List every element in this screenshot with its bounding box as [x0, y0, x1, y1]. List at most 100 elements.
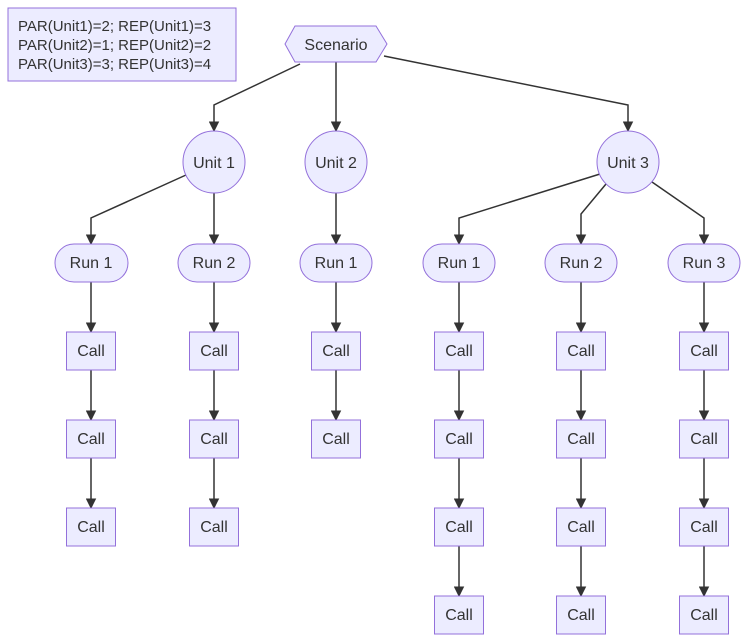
- call-shape: [311, 419, 361, 459]
- run-shape: [544, 243, 618, 283]
- parameters-note: PAR(Unit1)=2; REP(Unit1)=3 PAR(Unit2)=1;…: [7, 7, 237, 82]
- call-node[interactable]: Call: [679, 595, 729, 635]
- call-label: Call: [690, 519, 718, 536]
- call-shape: [679, 419, 729, 459]
- call-label: Call: [445, 519, 473, 536]
- call-node[interactable]: Call: [311, 419, 361, 459]
- call-node[interactable]: Call: [66, 507, 116, 547]
- call-node[interactable]: Call: [66, 419, 116, 459]
- unit-2-shape: [304, 130, 368, 194]
- call-label: Call: [200, 431, 228, 448]
- run-label: Run 2: [193, 255, 236, 272]
- run-node-unit3-run3[interactable]: Run 3: [667, 243, 741, 283]
- call-shape: [556, 331, 606, 371]
- run-node-unit1-run1[interactable]: Run 1: [54, 243, 129, 283]
- call-label: Call: [690, 343, 718, 360]
- unit-node-3[interactable]: Unit 3: [596, 130, 660, 194]
- call-shape: [189, 507, 239, 547]
- run-shape: [667, 243, 741, 283]
- run-shape: [422, 243, 496, 283]
- call-node[interactable]: Call: [679, 419, 729, 459]
- call-shape: [66, 331, 116, 371]
- call-shape: [434, 331, 484, 371]
- edge-arrow: [85, 174, 187, 246]
- call-shape: [556, 595, 606, 635]
- call-label: Call: [567, 431, 595, 448]
- note-line-1: PAR(Unit1)=2; REP(Unit1)=3: [18, 18, 211, 35]
- call-node[interactable]: Call: [434, 331, 484, 371]
- call-label: Call: [445, 343, 473, 360]
- unit-1-label: Unit 1: [193, 155, 235, 172]
- call-label: Call: [200, 343, 228, 360]
- call-label: Call: [77, 343, 105, 360]
- call-label: Call: [690, 431, 718, 448]
- call-shape: [189, 331, 239, 371]
- call-node[interactable]: Call: [556, 331, 606, 371]
- unit-node-2[interactable]: Unit 2: [304, 130, 368, 194]
- unit-node-1[interactable]: Unit 1: [182, 130, 246, 194]
- call-label: Call: [567, 607, 595, 624]
- edge-arrow: [651, 181, 710, 246]
- call-node[interactable]: Call: [679, 331, 729, 371]
- call-label: Call: [322, 343, 350, 360]
- run-label: Run 1: [315, 255, 358, 272]
- run-label: Run 2: [560, 255, 603, 272]
- call-node[interactable]: Call: [434, 595, 484, 635]
- call-node[interactable]: Call: [434, 419, 484, 459]
- run-node-unit1-run2[interactable]: Run 2: [177, 243, 251, 283]
- run-node-unit3-run1[interactable]: Run 1: [422, 243, 496, 283]
- call-shape: [434, 419, 484, 459]
- unit-3-label: Unit 3: [607, 155, 649, 172]
- run-label: Run 1: [438, 255, 481, 272]
- call-node[interactable]: Call: [556, 419, 606, 459]
- call-shape: [679, 331, 729, 371]
- call-label: Call: [77, 431, 105, 448]
- scenario-label: Scenario: [304, 37, 367, 54]
- call-shape: [66, 507, 116, 547]
- call-label: Call: [690, 607, 718, 624]
- run-shape: [177, 243, 251, 283]
- call-nodes-layer: CallCallCallCallCallCallCallCallCallCall…: [66, 331, 729, 635]
- run-node-unit2-run1[interactable]: Run 1: [299, 243, 373, 283]
- call-node[interactable]: Call: [556, 595, 606, 635]
- edges-layer: [85, 55, 710, 598]
- edge-arrow: [383, 55, 634, 133]
- call-node[interactable]: Call: [311, 331, 361, 371]
- call-node[interactable]: Call: [679, 507, 729, 547]
- run-shape: [54, 243, 129, 283]
- call-shape: [556, 507, 606, 547]
- call-node[interactable]: Call: [189, 507, 239, 547]
- call-label: Call: [567, 343, 595, 360]
- call-node[interactable]: Call: [189, 331, 239, 371]
- call-shape: [434, 595, 484, 635]
- call-shape: [679, 507, 729, 547]
- run-node-unit3-run2[interactable]: Run 2: [544, 243, 618, 283]
- unit-1-shape: [182, 130, 246, 194]
- unit-3-shape: [596, 130, 660, 194]
- edge-arrow: [575, 183, 607, 246]
- run-label: Run 1: [70, 255, 113, 272]
- scenario-node[interactable]: Scenario: [284, 25, 388, 63]
- edge-arrow: [453, 173, 601, 246]
- call-label: Call: [445, 431, 473, 448]
- note-line-2: PAR(Unit2)=1; REP(Unit2)=2: [18, 37, 211, 54]
- call-shape: [66, 419, 116, 459]
- call-node[interactable]: Call: [556, 507, 606, 547]
- scenario-shape: [284, 25, 388, 63]
- run-shape: [299, 243, 373, 283]
- call-label: Call: [77, 519, 105, 536]
- run-label: Run 3: [683, 255, 726, 272]
- call-node[interactable]: Call: [66, 331, 116, 371]
- call-label: Call: [322, 431, 350, 448]
- call-shape: [434, 507, 484, 547]
- note-box: [7, 7, 237, 82]
- call-label: Call: [445, 607, 473, 624]
- call-node[interactable]: Call: [189, 419, 239, 459]
- call-node[interactable]: Call: [434, 507, 484, 547]
- call-label: Call: [567, 519, 595, 536]
- note-line-3: PAR(Unit3)=3; REP(Unit3)=4: [18, 56, 211, 73]
- unit-2-label: Unit 2: [315, 155, 357, 172]
- call-shape: [679, 595, 729, 635]
- call-shape: [556, 419, 606, 459]
